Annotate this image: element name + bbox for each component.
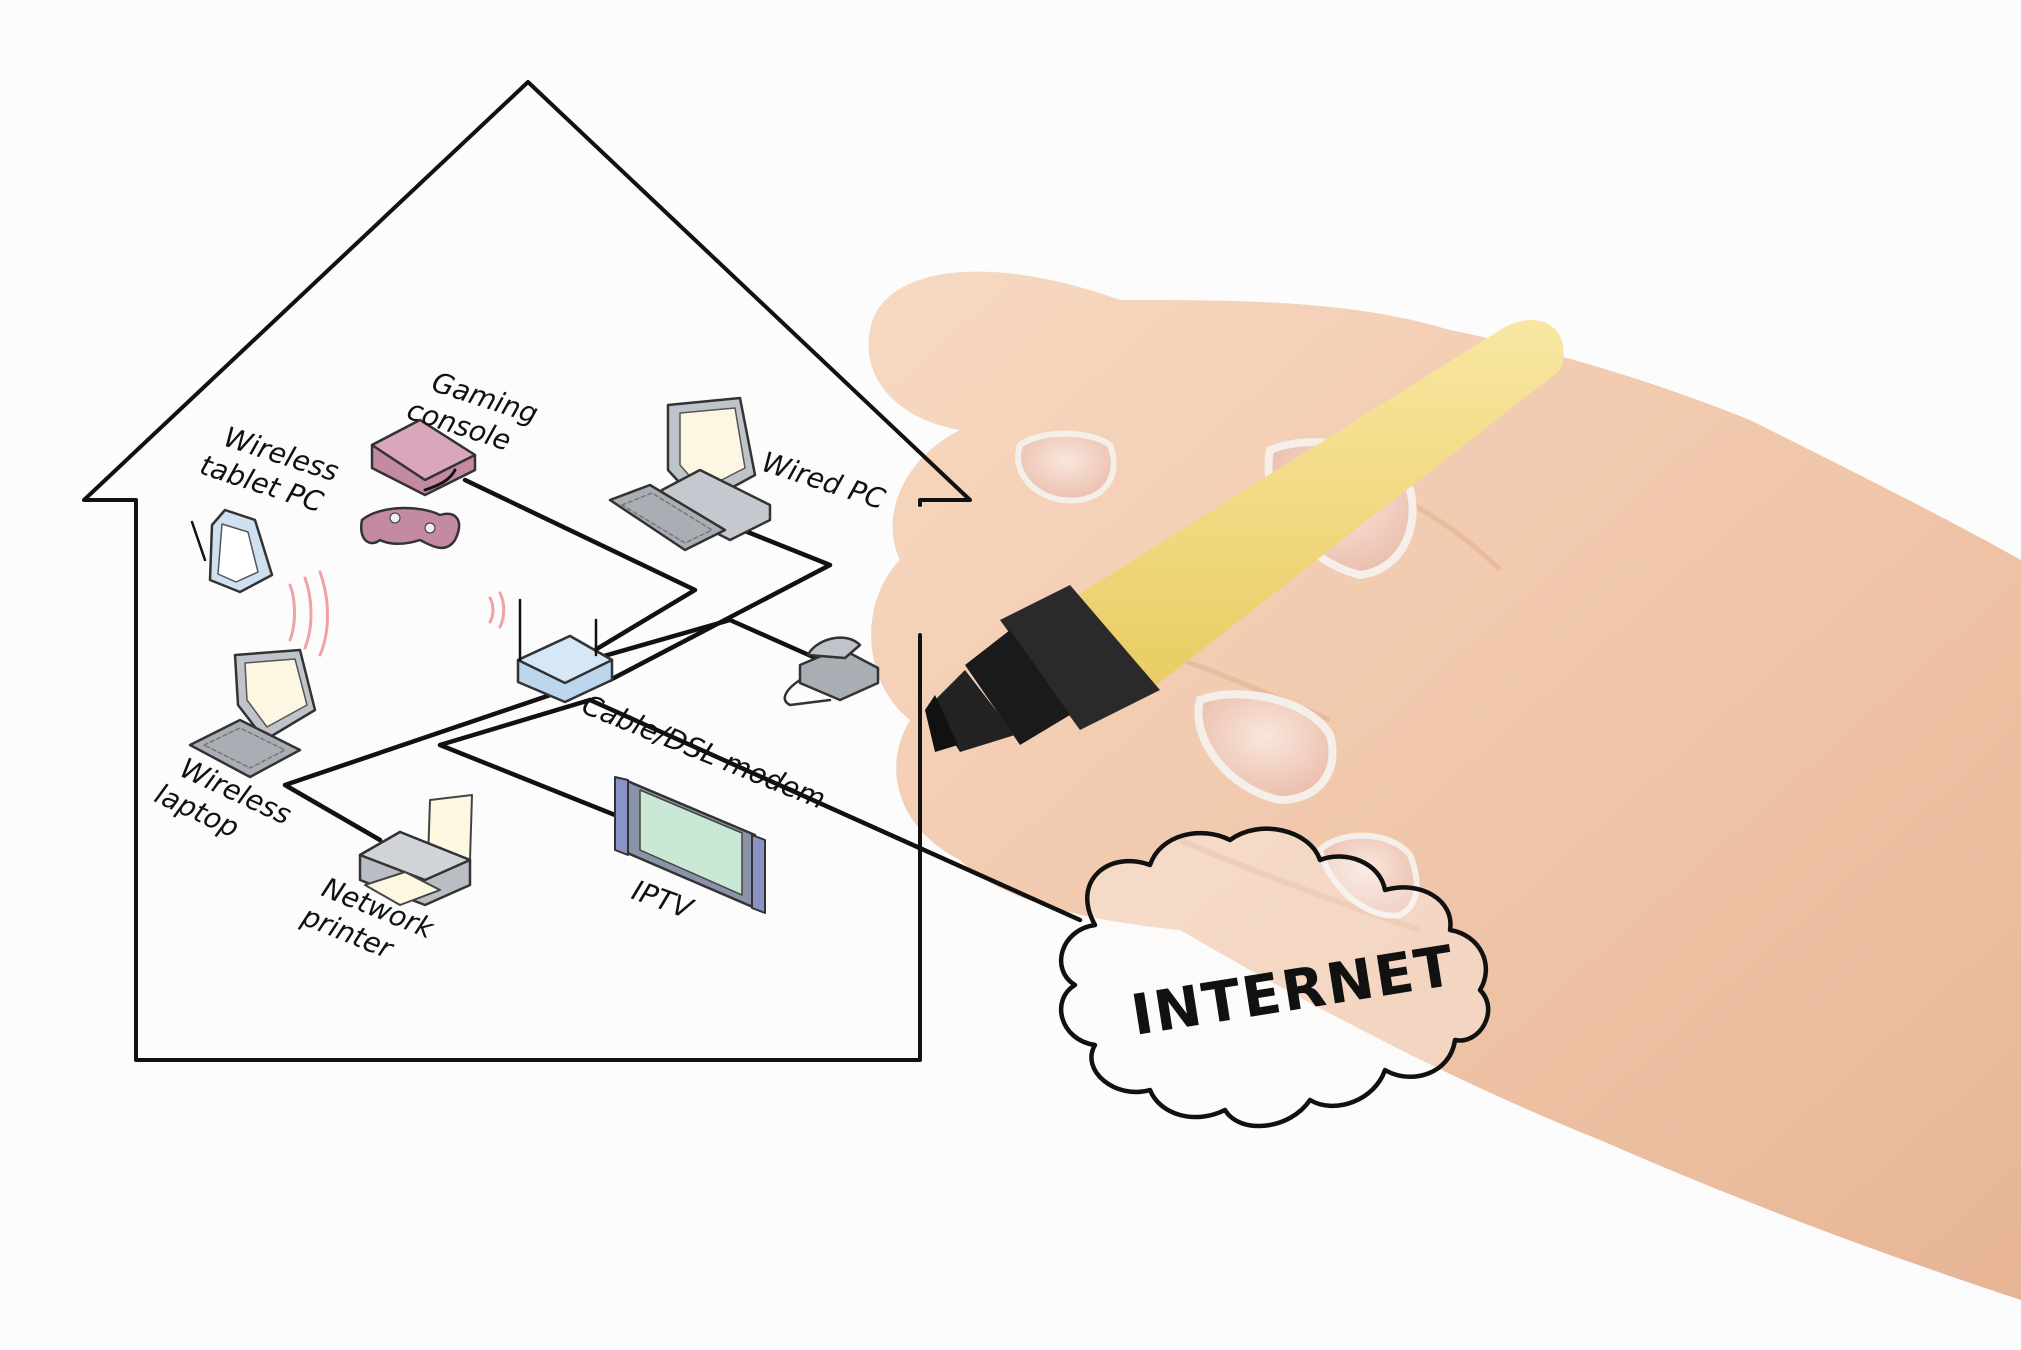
printer-icon <box>360 795 472 905</box>
wireless-tablet-label: Wireless tablet PC <box>196 416 351 523</box>
desktop-pc-icon <box>610 398 770 550</box>
telephone-icon <box>785 638 878 705</box>
iptv-label: IPTV <box>628 874 699 927</box>
router-icon <box>518 600 612 702</box>
laptop-icon <box>190 650 315 777</box>
wifi-waves-icon <box>290 572 504 655</box>
wired-pc-label: Wired PC <box>758 445 890 516</box>
tablet-icon <box>192 510 272 592</box>
gamepad-icon <box>361 508 459 548</box>
